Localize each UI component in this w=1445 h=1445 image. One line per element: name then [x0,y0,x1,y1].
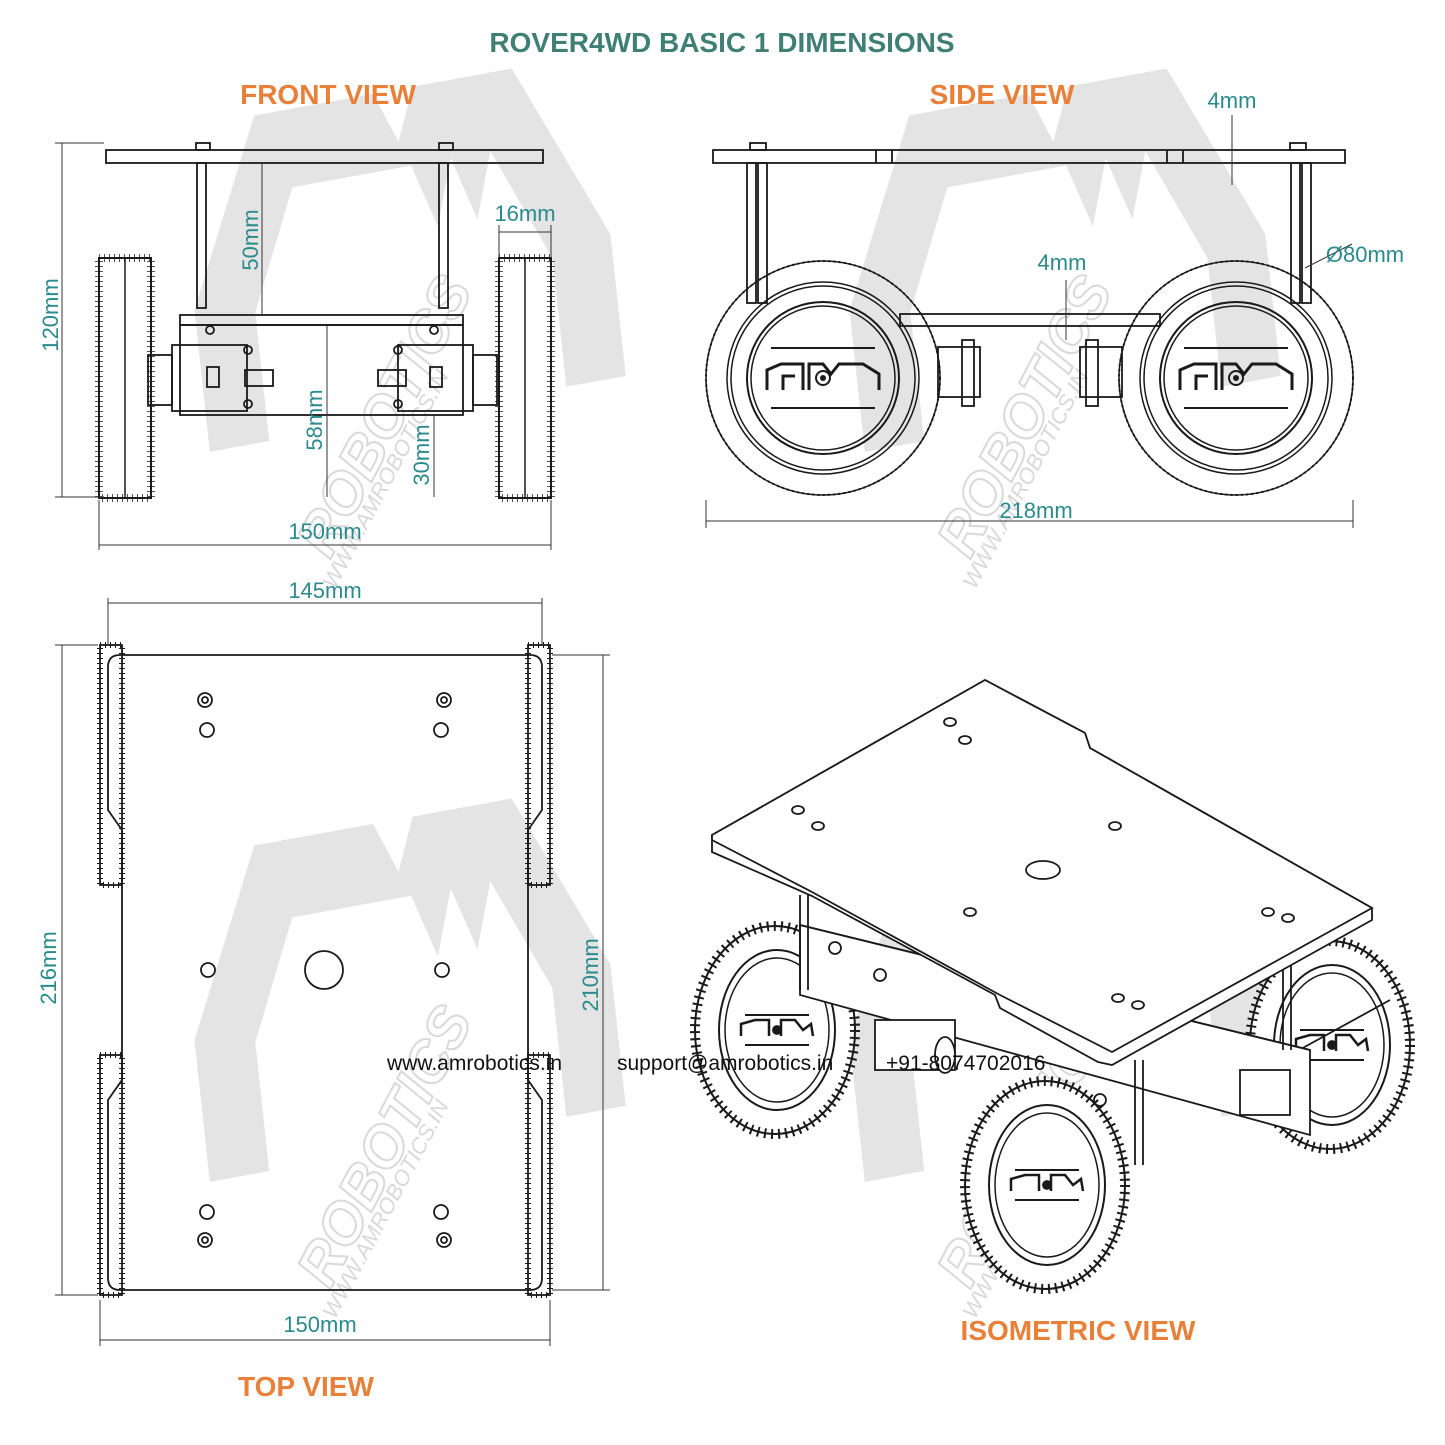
dim-front-chassis-height: 58mm [302,389,327,450]
dim-front-height: 120mm [38,278,63,351]
page-title: ROVER4WD BASIC 1 DIMENSIONS [489,27,954,58]
isometric-view-label: ISOMETRIC VIEW [961,1315,1196,1346]
top-view-drawing [97,642,553,1298]
dim-top-plate-width: 145mm [288,578,361,603]
dim-side-lower-thickness: 4mm [1038,250,1087,275]
dim-front-motor: 30mm [409,424,434,485]
front-view-label: FRONT VIEW [240,79,416,110]
footer-website[interactable]: www.amrobotics.in [387,1052,563,1075]
top-view-dimension-lines [55,598,610,1346]
side-view-label: SIDE VIEW [930,79,1075,110]
footer-phone[interactable]: +91-8074702016 [886,1052,1046,1075]
isometric-view-drawing [695,678,1410,1289]
dim-side-plate-thickness: 4mm [1208,88,1257,113]
dim-side-wheel-diameter: Ø80mm [1326,242,1404,267]
dim-front-standoff: 50mm [238,209,263,270]
dim-side-length: 218mm [999,498,1072,523]
watermark-brand-top: ROBOTICS [284,995,485,1296]
dim-front-wheel-width: 16mm [494,201,555,226]
side-view-dimension-lines [705,115,1354,528]
dim-top-length: 216mm [36,931,61,1004]
top-view-label: TOP VIEW [238,1371,374,1402]
footer-email[interactable]: support@amrobotics.in [617,1052,834,1075]
dim-front-width: 150mm [288,519,361,544]
dim-top-width: 150mm [283,1312,356,1337]
dim-top-plate-length: 210mm [578,938,603,1011]
front-view-dimension-lines [55,142,552,550]
front-view-drawing [99,142,551,498]
